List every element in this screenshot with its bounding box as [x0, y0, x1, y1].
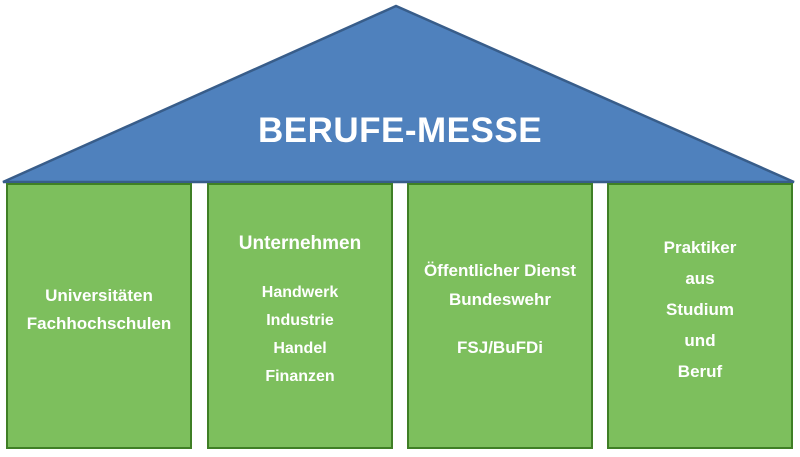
pillar-line: Universitäten	[45, 286, 153, 305]
pillar-line: Handwerk	[261, 284, 339, 301]
roof-triangle	[2, 4, 795, 184]
pillar-line: Studium	[666, 300, 734, 319]
pillar-line: Bundeswehr	[448, 290, 552, 309]
pillar-line: Finanzen	[265, 368, 335, 385]
page-title: BERUFE-MESSE	[257, 111, 543, 150]
pillar-line: Handel	[273, 340, 327, 357]
pillar-line: Fachhochschulen	[26, 314, 172, 333]
pillar-line: Beruf	[677, 362, 723, 381]
pillar-line: Öffentlicher Dienst	[423, 261, 577, 280]
pillar-public-service: Öffentlicher Dienst Bundeswehr FSJ/BuFDi	[407, 183, 593, 449]
pillar-universities: Universitäten Fachhochschulen	[6, 183, 192, 449]
pillar-companies: Unternehmen Handwerk Industrie Handel Fi…	[207, 183, 393, 449]
pillar-line: Industrie	[266, 312, 334, 329]
pillar-line: und	[684, 331, 716, 350]
pillar-line: FSJ/BuFDi	[457, 338, 543, 357]
pillar-practitioners: Praktiker aus Studium und Beruf	[607, 183, 793, 449]
pillar-line: aus	[685, 269, 715, 288]
pillar-line: Praktiker	[663, 238, 737, 257]
roof	[2, 4, 795, 184]
pillar-heading: Unternehmen	[238, 233, 362, 254]
